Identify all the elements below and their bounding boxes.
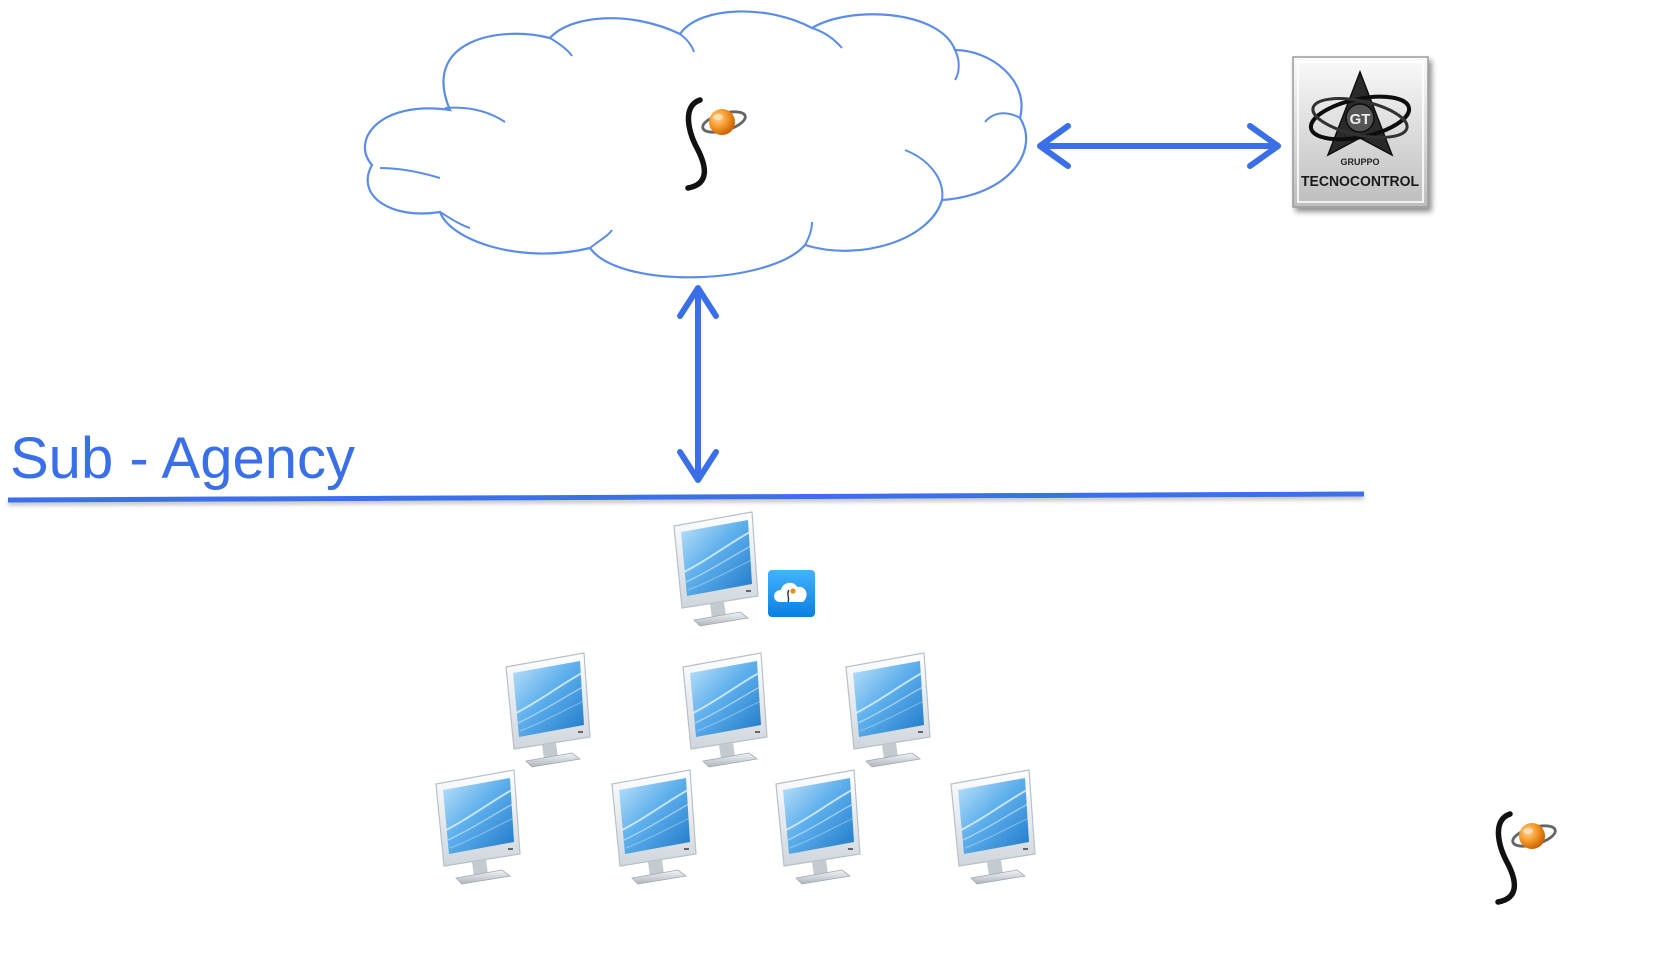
tecnocontrol-logo-icon — [1292, 56, 1429, 208]
client-computer-icon — [845, 652, 931, 768]
client-computer-icon — [505, 652, 591, 768]
client-computer-icon — [682, 652, 768, 768]
swirl-logo-icon — [1498, 814, 1557, 902]
cloud-app-badge-icon — [768, 570, 815, 617]
client-computer-icon — [775, 769, 861, 885]
server-computer-icon — [673, 511, 759, 627]
sub-agency-divider — [7, 491, 1365, 503]
partner-initials: GT — [1350, 111, 1371, 128]
client-computer-icon — [435, 769, 521, 885]
partner-line1: GRUPPO — [1340, 157, 1379, 167]
section-label: Sub - Agency — [10, 426, 355, 491]
client-computer-icon — [950, 769, 1036, 885]
client-computer-icon — [611, 769, 697, 885]
partner-line2: TECNOCONTROL — [1301, 173, 1419, 190]
connection-arrow-partner — [1037, 123, 1281, 169]
connection-arrow-subagency — [677, 285, 719, 483]
